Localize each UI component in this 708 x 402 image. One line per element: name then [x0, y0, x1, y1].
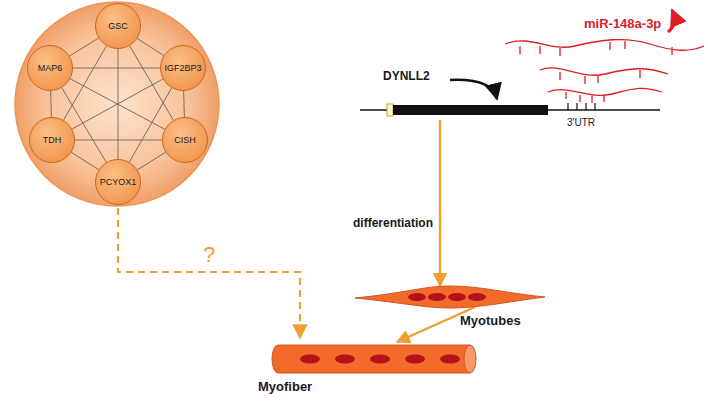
- mirna-ticks: [520, 41, 672, 56]
- nucleus: [408, 293, 426, 301]
- network-link: [50, 91, 52, 117]
- network-link: [75, 140, 162, 141]
- gene-circle: GSC: [95, 3, 141, 49]
- myofiber-shape: Myofiber: [270, 343, 480, 375]
- gene-name: TDH: [43, 135, 62, 145]
- myotube-shape: Myotubes: [355, 285, 545, 309]
- mirna-label: miR-148a-3p: [584, 16, 661, 31]
- network-link: [70, 79, 164, 129]
- gene-node: DYNLL23'UTR: [355, 70, 665, 120]
- nucleus: [335, 355, 355, 364]
- network-link: [183, 91, 185, 117]
- network-link: [73, 68, 160, 69]
- utr-tick: [585, 103, 586, 110]
- mirna-ticks: [560, 70, 640, 84]
- mirna-strands: [505, 40, 704, 103]
- myotube-outline: [355, 285, 545, 309]
- network-link: [70, 38, 99, 56]
- mirna-strand: [548, 88, 662, 95]
- nucleus: [370, 355, 390, 364]
- nucleus: [428, 293, 446, 301]
- gene-exon: [393, 105, 548, 115]
- network-circle: [15, 2, 219, 206]
- network-link: [137, 38, 163, 55]
- mirna-strand: [505, 40, 704, 51]
- myofiber-outline: [270, 343, 480, 375]
- edge-label: differentiation: [353, 216, 433, 230]
- node-label: Myofiber: [258, 379, 312, 394]
- gene-circle: MAP6: [27, 45, 73, 91]
- mirna-ticks: [566, 92, 604, 103]
- gene-circle: CISH: [162, 117, 208, 163]
- target-arrow: [450, 80, 497, 99]
- gene-structure: [360, 80, 660, 116]
- nucleus: [448, 293, 466, 301]
- utr-tick: [567, 103, 568, 110]
- gene-circle: TDH: [29, 117, 75, 163]
- gene-name: PCYOX1: [100, 177, 137, 187]
- gene-circle: IGF2BP3: [160, 45, 206, 91]
- node-label: 3'UTR: [567, 117, 595, 128]
- utr-tick: [594, 103, 595, 110]
- nucleus: [440, 355, 460, 364]
- node-label: Myotubes: [460, 313, 521, 328]
- gene-circle: PCYOX1: [95, 159, 141, 205]
- utr-tick: [576, 103, 577, 110]
- myofiber-end: [464, 345, 476, 373]
- mirna-strand: [540, 68, 668, 75]
- myofiber-body: [272, 345, 470, 373]
- nucleus: [405, 355, 425, 364]
- network-link: [137, 152, 165, 170]
- process-arrow: [439, 120, 441, 286]
- question-mark: ?: [203, 242, 215, 268]
- gene-name: MAP6: [38, 63, 63, 73]
- gene-name: IGF2BP3: [164, 63, 201, 73]
- upregulation-arrow: [668, 10, 674, 32]
- dashed-arrow: [118, 208, 300, 338]
- gene-start: [387, 104, 393, 116]
- node-label: DYNLL2: [383, 69, 430, 83]
- gene-name: CISH: [174, 135, 196, 145]
- nucleus: [468, 293, 486, 301]
- myotube-body: [355, 286, 545, 308]
- nucleus: [300, 355, 320, 364]
- network-link: [71, 152, 98, 169]
- gene-name: GSC: [108, 21, 128, 31]
